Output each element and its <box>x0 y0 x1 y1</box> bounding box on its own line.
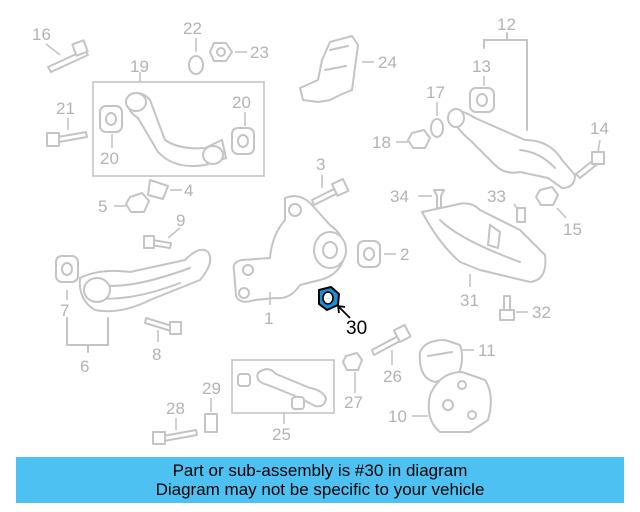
callout-31: 31 <box>460 291 479 310</box>
callout-3: 3 <box>316 155 325 174</box>
part-32-bolt <box>499 295 528 321</box>
parts-diagram: 16 22 23 19 21 20 20 24 12 13 17 18 14 3… <box>32 15 609 445</box>
part-20-bushing-right <box>231 127 255 155</box>
part-22-washer <box>188 38 204 75</box>
part-16-bolt <box>45 39 89 73</box>
part-33-bolt <box>513 203 526 223</box>
assembly-19-box <box>92 81 265 177</box>
part-3-bolt <box>311 175 350 206</box>
part-27-nut <box>342 352 363 393</box>
part-7-bushing <box>55 255 79 283</box>
part-14-bolt <box>575 139 605 179</box>
part-4-bracket <box>147 179 182 200</box>
part-31-cover <box>421 202 547 287</box>
callout-17: 17 <box>426 83 445 102</box>
part-10-mount <box>412 371 492 433</box>
callout-9: 9 <box>176 211 185 230</box>
callout-24: 24 <box>378 53 397 72</box>
part-19-upper-arm <box>125 92 227 168</box>
callout-20-left: 20 <box>100 149 119 168</box>
part-26-bolt <box>371 323 412 365</box>
callout-20-right: 20 <box>232 93 251 112</box>
part-9-bolt <box>143 227 181 249</box>
info-banner: Part or sub-assembly is #30 in diagram D… <box>16 457 624 503</box>
part-18-nut <box>396 129 431 149</box>
callout-25: 25 <box>272 425 291 444</box>
part-1-knuckle <box>232 195 347 305</box>
callout-15: 15 <box>563 220 582 239</box>
callout-33: 33 <box>487 187 506 206</box>
callout-26: 26 <box>383 367 402 386</box>
part-28-bolt <box>152 418 198 445</box>
part-30-nut-highlighted <box>318 285 351 319</box>
callout-21: 21 <box>56 99 75 118</box>
callout-30-highlighted: 30 <box>346 318 367 339</box>
callout-18: 18 <box>372 133 391 152</box>
part-34-clip <box>418 189 445 209</box>
part-15-nut <box>535 186 567 219</box>
callout-5: 5 <box>98 197 107 216</box>
banner-line-2: Diagram may not be specific to your vehi… <box>155 480 485 499</box>
callout-6: 6 <box>80 357 89 376</box>
part-20-bushing-left <box>99 105 123 133</box>
callout-7: 7 <box>60 301 69 320</box>
part-11-mount <box>418 339 474 383</box>
callout-14: 14 <box>590 119 609 138</box>
callout-2: 2 <box>400 245 409 264</box>
part-21-bolt <box>46 118 88 147</box>
callout-12: 12 <box>497 15 516 34</box>
part-17-washer <box>430 102 444 138</box>
callout-10: 10 <box>388 407 407 426</box>
callout-27: 27 <box>344 393 363 412</box>
callout-1: 1 <box>264 309 273 328</box>
bracket-12 <box>483 39 528 131</box>
callout-16: 16 <box>32 25 51 44</box>
callout-29: 29 <box>202 379 221 398</box>
part-12-control-arm <box>447 108 576 189</box>
part-23-nut <box>209 42 247 62</box>
callout-13: 13 <box>472 57 491 76</box>
callout-28: 28 <box>166 399 185 418</box>
callout-22: 22 <box>183 19 202 38</box>
callout-8: 8 <box>152 345 161 364</box>
callout-19: 19 <box>130 57 149 76</box>
part-25-link <box>237 368 327 410</box>
callout-34: 34 <box>390 187 409 206</box>
part-29-clip <box>204 398 218 433</box>
callout-4: 4 <box>184 181 193 200</box>
part-2-bushing <box>357 240 396 268</box>
callout-32: 32 <box>532 303 551 322</box>
part-13-bushing <box>469 76 495 113</box>
part-6-lower-arm <box>78 248 212 313</box>
banner-line-1: Part or sub-assembly is #30 in diagram <box>172 461 468 480</box>
part-8-bolt <box>144 317 182 342</box>
callout-11: 11 <box>478 341 496 360</box>
callout-23: 23 <box>250 43 269 62</box>
part-24-bracket <box>299 35 374 103</box>
assembly-25-box <box>231 359 335 414</box>
part-5-nut <box>114 192 150 213</box>
